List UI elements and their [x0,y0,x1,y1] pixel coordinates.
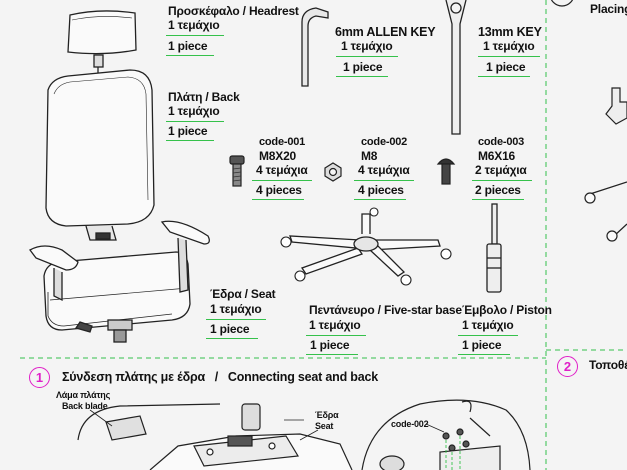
back-qty-gr: 1 τεμάχιο [168,104,220,118]
nut-m8-illustration [324,162,342,182]
step1-bolt-dashes [445,436,461,470]
headrest-qty-gr: 1 τεμάχιο [168,18,220,32]
piston-label: Έμβολο / Piston [462,303,552,317]
code-002-size: M8 [361,149,378,163]
back-label: Πλάτη / Back [168,90,240,104]
seat-qty-en: 1 piece [210,322,250,336]
code-001-qty-en: 4 pieces [256,183,302,197]
seat-callout-gr: Έδρα [315,410,339,420]
placing-title: Placing [590,2,627,16]
back-blade-label-en: Back blade [62,401,108,411]
seat-qty-gr: 1 τεμάχιο [210,302,262,316]
bolt-m6x16-illustration [436,158,456,185]
piston-qty-gr: 1 τεμάχιο [462,318,514,332]
seat-label: Έδρα / Seat [210,287,276,301]
code-003-qty-en: 2 pieces [475,183,521,197]
seat-callout-en: Seat [315,421,334,431]
code-002-qty-en: 4 pieces [358,183,404,197]
step1-seat-back-illustration [77,399,531,470]
bolt-m8x20-illustration [229,155,245,187]
wrench-illustration [445,0,467,135]
code-001-qty-gr: 4 τεμάχια [256,163,308,177]
step-2-title: Τοποθέ [589,358,627,372]
code-003-size: M6X16 [478,149,516,163]
wrench-label: 13mm KEY [478,25,542,39]
headrest-label: Προσκέφαλο / Headrest [168,4,299,18]
step-1-number: 1 [29,367,50,388]
step-1-title: Σύνδεση πλάτης με έδρα / Connecting seat… [62,370,378,384]
base-qty-en: 1 piece [310,338,350,352]
five-star-base-illustration [280,207,452,286]
code-001-size: M8X20 [259,149,297,163]
code-001-label: code-001 [259,136,306,148]
section-dividers [20,0,627,470]
allen-key-illustration [301,7,329,87]
code-003-qty-gr: 2 τεμάχια [475,163,527,177]
piston-qty-en: 1 piece [462,338,502,352]
base-qty-gr: 1 τεμάχιο [309,318,361,332]
allen-key-qty-gr: 1 τεμάχιο [341,39,393,53]
code-002-qty-gr: 4 τεμάχια [358,163,410,177]
seat-illustration [29,220,210,343]
base-label: Πεντάνευρο / Five-star base [309,303,462,317]
backrest-illustration [45,69,155,241]
back-blade-label-gr: Λάμα πλάτης [56,390,111,400]
headrest-qty-en: 1 piece [168,39,208,53]
wrench-qty-en: 1 piece [486,60,526,74]
allen-key-label: 6mm ALLEN KEY [335,25,436,39]
step-2-number: 2 [557,356,578,377]
step-preview-illustration [550,0,627,242]
leader-lines [89,409,445,441]
headrest-illustration [67,10,137,73]
allen-key-qty-en: 1 piece [343,60,383,74]
wrench-qty-gr: 1 τεμάχιο [483,39,535,53]
piston-illustration [486,203,502,293]
back-qty-en: 1 piece [168,124,208,138]
code-002-callout: code-002 [391,419,429,429]
code-002-label: code-002 [361,136,408,148]
code-003-label: code-003 [478,136,525,148]
